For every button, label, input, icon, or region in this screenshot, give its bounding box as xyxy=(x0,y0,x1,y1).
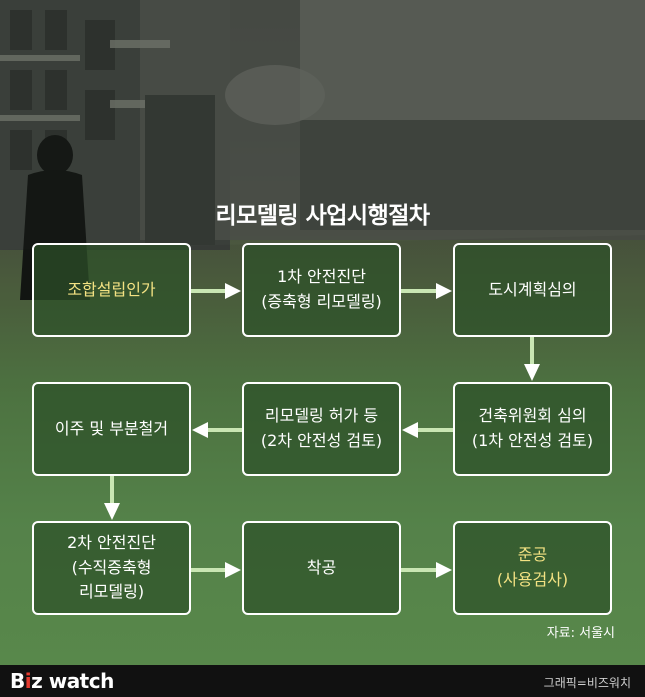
step-8-box: 착공 xyxy=(242,521,401,615)
logo-rest: z watch xyxy=(31,669,114,693)
arrow-left-5-to-6 xyxy=(192,422,242,438)
apartment-photo-illustration xyxy=(0,0,645,300)
graphic-credit: 그래픽=비즈워치 xyxy=(543,676,631,690)
step-9-line2: (사용검사) xyxy=(496,570,569,589)
step-3-box: 도시계획심의 xyxy=(453,243,612,337)
logo-b: B xyxy=(10,669,25,693)
diagram-title: 리모델링 사업시행절차 xyxy=(215,203,430,229)
arrow-down-6-to-7 xyxy=(104,476,120,520)
footer-bar: Biz watch 그래픽=비즈워치 xyxy=(0,665,645,697)
step-7-line1: 2차 안전진단 xyxy=(67,532,156,552)
arrow-right-7-to-8 xyxy=(191,562,241,578)
logo-accent-mark: i xyxy=(24,669,32,693)
source-caption: 자료: 서울시 xyxy=(546,626,615,641)
arrow-right-1-to-2 xyxy=(191,283,241,299)
step-6-line1: 이주 및 부분철거 xyxy=(54,418,169,438)
step-4-line2: (1차 안전성 검토) xyxy=(471,431,594,450)
step-7-line3: 리모델링) xyxy=(78,582,145,602)
step-1-box: 조합설립인가 xyxy=(32,243,191,337)
step-6-box: 이주 및 부분철거 xyxy=(32,382,191,476)
step-5-box: 리모델링 허가 등 (2차 안전성 검토) xyxy=(242,382,401,476)
background-photo xyxy=(0,0,645,665)
step-2-box: 1차 안전진단 (증축형 리모델링) xyxy=(242,243,401,337)
step-3-line1: 도시계획심의 xyxy=(488,279,577,299)
step-5-line1: 리모델링 허가 등 xyxy=(264,406,379,426)
arrow-right-8-to-9 xyxy=(401,562,452,578)
arrow-right-2-to-3 xyxy=(401,283,452,299)
step-7-line2: (수직증축형 xyxy=(71,557,152,577)
step-2-line2: (증축형 리모델링) xyxy=(261,292,382,311)
step-4-box: 건축위원회 심의 (1차 안전성 검토) xyxy=(453,382,612,476)
arrow-left-4-to-5 xyxy=(402,422,453,438)
step-2-line1: 1차 안전진단 xyxy=(277,267,366,287)
step-1-line1: 조합설립인가 xyxy=(67,279,156,299)
bizwatch-logo: Biz watch xyxy=(10,669,114,693)
step-8-line1: 착공 xyxy=(306,557,337,577)
arrow-down-3-to-4 xyxy=(524,337,540,381)
step-5-line2: (2차 안전성 검토) xyxy=(260,431,383,450)
step-9-line1: 준공 xyxy=(517,545,548,565)
step-4-line1: 건축위원회 심의 xyxy=(478,406,587,426)
step-9-box: 준공 (사용검사) xyxy=(453,521,612,615)
step-7-box: 2차 안전진단 (수직증축형 리모델링) xyxy=(32,521,191,615)
